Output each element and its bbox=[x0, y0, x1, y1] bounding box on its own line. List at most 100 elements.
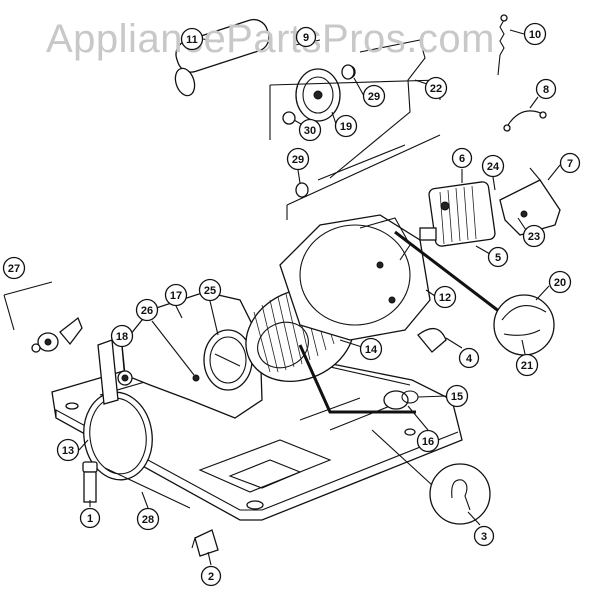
callout-circle bbox=[56, 438, 80, 462]
callout-circle bbox=[487, 246, 509, 268]
callout-18: 18 bbox=[110, 324, 134, 348]
callout-number: 30 bbox=[304, 125, 316, 137]
idler-rod bbox=[317, 144, 406, 181]
callout-circle bbox=[481, 154, 505, 178]
callout-circle bbox=[473, 525, 495, 547]
callout-3: 3 bbox=[473, 525, 495, 547]
callout-circle bbox=[136, 507, 160, 531]
leveling-leg bbox=[82, 461, 98, 503]
idler-arm bbox=[329, 39, 426, 179]
callout-14: 14 bbox=[359, 337, 383, 361]
callout-number: 29 bbox=[292, 154, 304, 166]
callout-circle bbox=[79, 507, 101, 529]
callout-number: 6 bbox=[459, 153, 465, 165]
idler-spring bbox=[497, 14, 508, 76]
belt-line bbox=[394, 230, 501, 314]
callout-30: 30 bbox=[298, 118, 322, 142]
detail-circle-clip bbox=[429, 463, 491, 525]
drive-motor bbox=[419, 181, 496, 247]
fan-housing bbox=[279, 214, 431, 341]
callout-circle bbox=[362, 84, 386, 108]
callout-number: 26 bbox=[141, 305, 153, 317]
callout-number: 2 bbox=[208, 571, 214, 583]
callout-number: 24 bbox=[487, 161, 500, 173]
callout-circle bbox=[433, 285, 457, 309]
callout-circle bbox=[295, 26, 317, 48]
callout-number: 5 bbox=[495, 252, 501, 264]
callout-11: 11 bbox=[180, 27, 204, 51]
callout-number: 17 bbox=[170, 290, 182, 302]
callout-number: 19 bbox=[340, 121, 352, 133]
motor-clamp bbox=[503, 110, 547, 132]
callout-6: 6 bbox=[451, 147, 473, 169]
callout-circle bbox=[458, 347, 480, 369]
callout-23: 23 bbox=[522, 224, 546, 248]
callout-number: 8 bbox=[543, 84, 549, 96]
callout-number: 10 bbox=[529, 29, 541, 41]
group-box-left bbox=[3, 281, 53, 331]
roller-shaft bbox=[174, 18, 270, 97]
callout-5: 5 bbox=[487, 246, 509, 268]
drum-pulley bbox=[383, 390, 419, 410]
callout-13: 13 bbox=[56, 438, 80, 462]
callout-27: 27 bbox=[2, 256, 26, 280]
clip-bracket bbox=[191, 529, 219, 557]
front-strap bbox=[104, 467, 191, 509]
callout-26: 26 bbox=[135, 298, 159, 322]
callout-20: 20 bbox=[548, 270, 572, 294]
callout-number: 11 bbox=[186, 34, 198, 46]
belt-line-lower bbox=[298, 344, 416, 414]
bolt-head bbox=[282, 111, 296, 125]
callout-number: 4 bbox=[466, 353, 473, 365]
callout-circle bbox=[110, 324, 134, 348]
callout-circle bbox=[451, 147, 473, 169]
callout-12: 12 bbox=[433, 285, 457, 309]
callout-28: 28 bbox=[136, 507, 160, 531]
leader-to-clip-detail bbox=[371, 429, 433, 486]
callout-24: 24 bbox=[481, 154, 505, 178]
callout-29: 29 bbox=[286, 147, 310, 171]
callout-number: 16 bbox=[422, 436, 434, 448]
callout-17: 17 bbox=[164, 283, 188, 307]
callout-8: 8 bbox=[535, 78, 557, 100]
callout-circle bbox=[548, 270, 572, 294]
watermark-text: AppliancePartsPros.com bbox=[46, 17, 495, 61]
callout-circle bbox=[135, 298, 159, 322]
callout-circle bbox=[523, 22, 547, 46]
callout-number: 23 bbox=[528, 231, 540, 243]
callout-circle bbox=[515, 353, 539, 377]
callout-circle bbox=[298, 118, 322, 142]
switch-assembly bbox=[31, 316, 83, 353]
group-box-motor bbox=[286, 134, 441, 220]
front-seal-ring bbox=[83, 391, 153, 481]
callout-circle bbox=[559, 152, 581, 174]
callout-circle bbox=[445, 384, 469, 408]
leader-lines bbox=[78, 29, 561, 566]
callout-number: 28 bbox=[142, 514, 154, 526]
callout-circle bbox=[164, 283, 188, 307]
motor-mount bbox=[499, 167, 561, 236]
callout-circle bbox=[198, 278, 222, 302]
callout-number: 3 bbox=[481, 531, 487, 543]
washer-upper bbox=[341, 64, 355, 80]
callout-10: 10 bbox=[523, 22, 547, 46]
side-bracket bbox=[97, 339, 133, 405]
callout-1: 1 bbox=[79, 507, 101, 529]
callout-number: 15 bbox=[451, 391, 463, 403]
detail-circle-belt bbox=[493, 294, 555, 356]
callout-circle bbox=[535, 78, 557, 100]
callout-circle bbox=[180, 27, 204, 51]
callout-number: 21 bbox=[521, 360, 533, 372]
callout-16: 16 bbox=[416, 429, 440, 453]
callout-number: 25 bbox=[204, 285, 216, 297]
callout-15: 15 bbox=[445, 384, 469, 408]
callout-circle bbox=[359, 337, 383, 361]
callout-circle bbox=[334, 114, 358, 138]
callout-circle bbox=[286, 147, 310, 171]
callout-number: 14 bbox=[365, 344, 378, 356]
callout-number: 9 bbox=[303, 32, 309, 44]
callout-19: 19 bbox=[334, 114, 358, 138]
callout-22: 22 bbox=[424, 76, 448, 100]
callout-circle bbox=[200, 565, 222, 587]
